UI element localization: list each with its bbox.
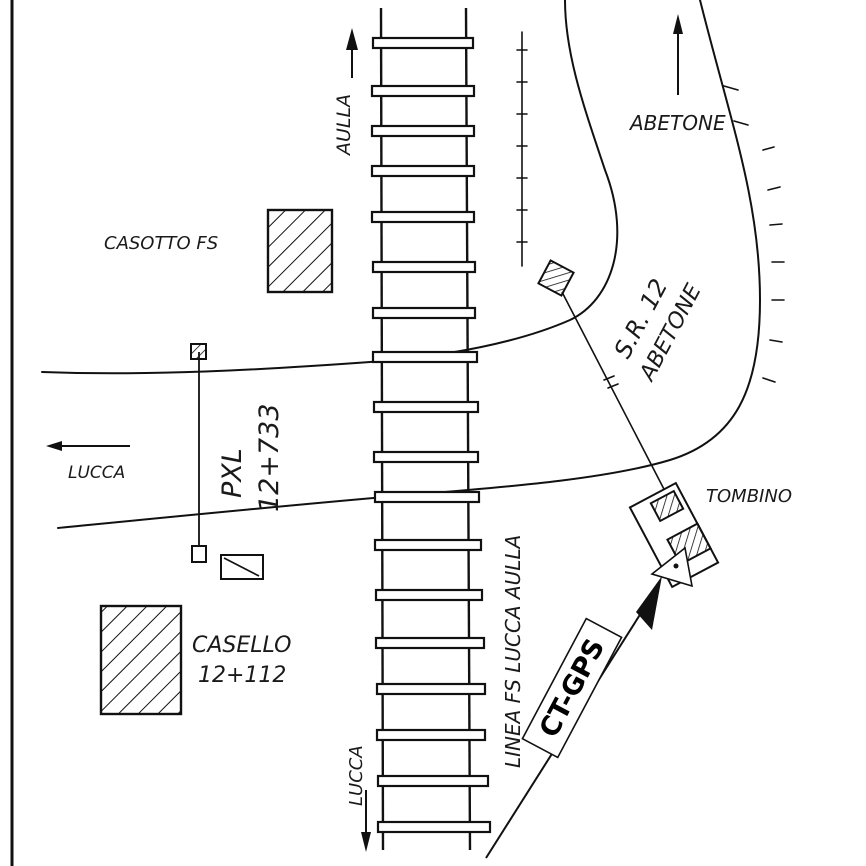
label-pxl-km: 12+733 (254, 403, 285, 512)
pipe-break-marks (603, 375, 619, 389)
culvert-inlet (537, 259, 575, 297)
culvert-pipe-line (561, 291, 668, 496)
rail-sleepers (370, 36, 492, 834)
ct-gps-arrowhead-icon (636, 576, 662, 630)
gps-target-triangle-icon (650, 546, 694, 588)
rail-left (379, 7, 385, 851)
label-linea: LINEA FS LUCCA AULLA (501, 535, 525, 768)
pxl-marker-top (190, 343, 207, 360)
label-casello: CASELLO (192, 633, 291, 658)
arrow-up-aulla-icon (346, 28, 358, 78)
casotto-building (266, 208, 334, 294)
rail-right (464, 7, 472, 851)
arrow-down-lucca-icon (361, 790, 371, 852)
label-lucca-left: LUCCA (68, 463, 125, 483)
embankment-ticks (723, 85, 785, 383)
casello-building (99, 604, 183, 716)
label-tombino: TOMBINO (706, 486, 792, 507)
label-casotto: CASOTTO FS (104, 233, 218, 254)
arrow-left-lucca-icon (46, 441, 130, 451)
label-aulla-top: AULLA (333, 94, 355, 157)
gps-point-icon (673, 563, 679, 569)
ct-gps-label-box: CT-GPS (521, 617, 623, 759)
label-abetone-top: ABETONE (628, 111, 726, 135)
arrow-up-abetone-icon (673, 14, 683, 95)
dashed-marker-line (516, 31, 528, 267)
label-pxl: PXL (217, 448, 248, 498)
road-lower-edge (57, 0, 761, 529)
label-lucca-bottom: LUCCA (346, 745, 367, 806)
pxl-marker-bottom (191, 545, 207, 563)
label-casello-km: 12+112 (198, 663, 286, 688)
road-upper-edge (41, 0, 619, 375)
pxl-cabinet-diagonal (223, 557, 260, 577)
